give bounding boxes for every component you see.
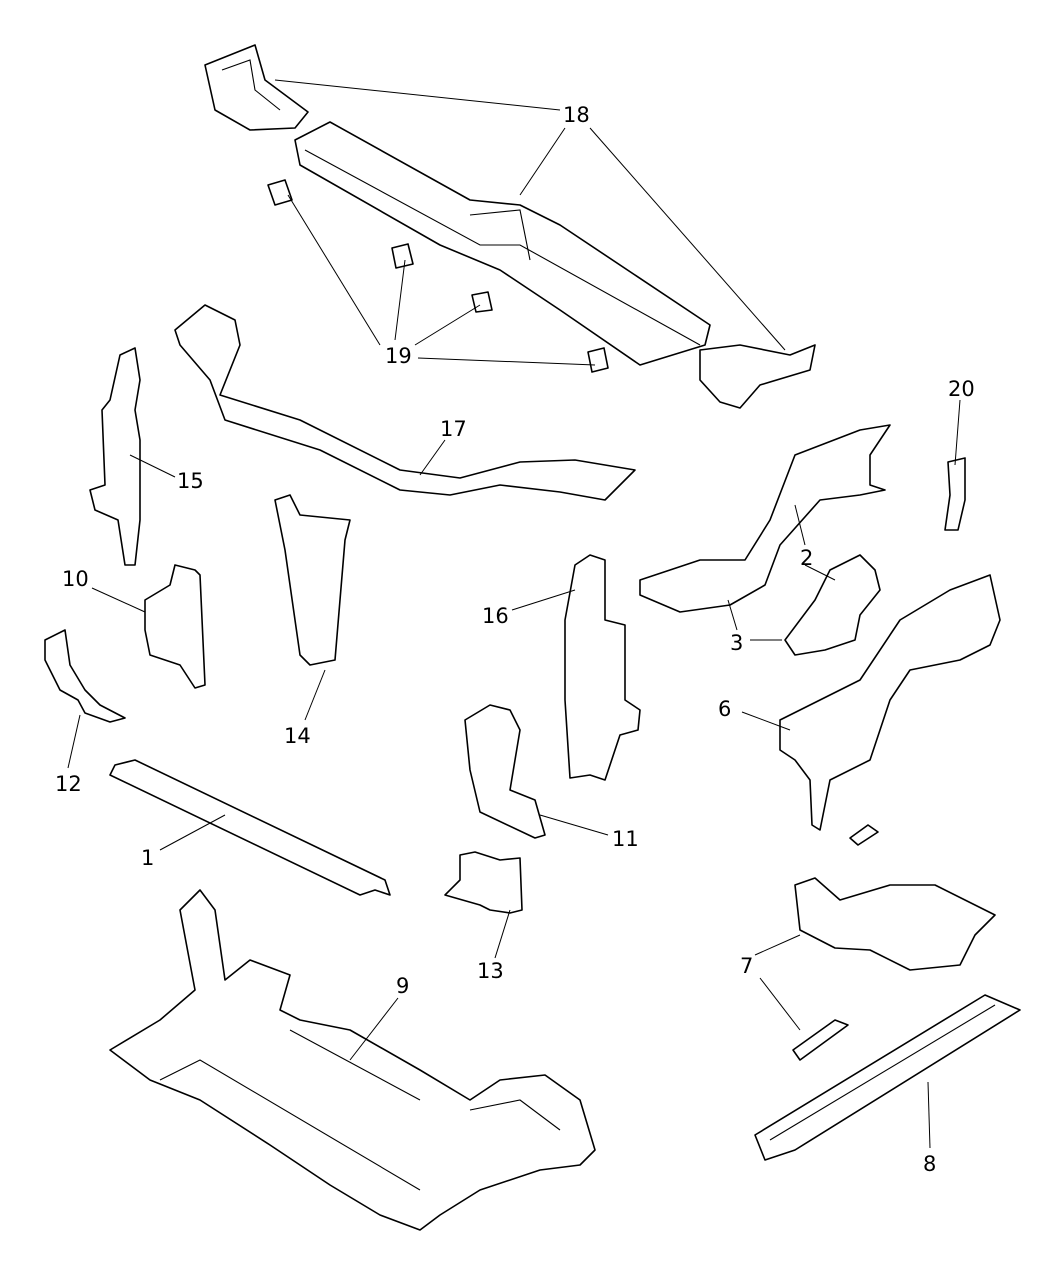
part-18 — [204, 44, 816, 409]
part-7-strip — [792, 1019, 849, 1061]
callout-7: 7 — [740, 954, 753, 978]
part-15 — [89, 347, 141, 566]
part-2-3 — [639, 424, 891, 613]
part-12 — [44, 629, 126, 723]
callout-16: 16 — [482, 604, 509, 628]
callout-18: 18 — [563, 103, 590, 127]
part-11 — [464, 704, 546, 839]
callout-3: 3 — [730, 631, 743, 655]
callout-15: 15 — [177, 469, 204, 493]
callout-11: 11 — [612, 827, 639, 851]
callout-14: 14 — [284, 724, 311, 748]
part-19-brackets — [267, 179, 609, 373]
bracket-19b — [391, 243, 414, 269]
part-9 — [109, 889, 596, 1231]
bracket-19a — [267, 179, 293, 206]
callout-20: 20 — [948, 377, 975, 401]
part-6-tab — [849, 824, 879, 846]
part-14 — [274, 494, 351, 666]
part-10 — [144, 564, 206, 689]
part-1 — [109, 759, 391, 896]
callout-8: 8 — [923, 1152, 936, 1176]
part-7 — [794, 877, 996, 971]
callout-13: 13 — [477, 959, 504, 983]
callout-6: 6 — [718, 697, 731, 721]
part-2-bracket — [784, 554, 881, 656]
callout-9: 9 — [396, 974, 409, 998]
part-13 — [444, 851, 523, 914]
callout-10: 10 — [62, 567, 89, 591]
bracket-19d — [587, 347, 609, 373]
bracket-19c — [471, 291, 493, 313]
part-20 — [944, 457, 966, 531]
part-16 — [564, 554, 641, 781]
part-17 — [174, 304, 636, 501]
part-8 — [754, 994, 1021, 1161]
part-6 — [779, 574, 1001, 831]
callout-17: 17 — [440, 417, 467, 441]
callout-1: 1 — [141, 846, 154, 870]
callout-2: 2 — [800, 546, 813, 570]
leader-lines — [67, 79, 961, 1149]
callout-19: 19 — [385, 344, 412, 368]
callout-12: 12 — [55, 772, 82, 796]
